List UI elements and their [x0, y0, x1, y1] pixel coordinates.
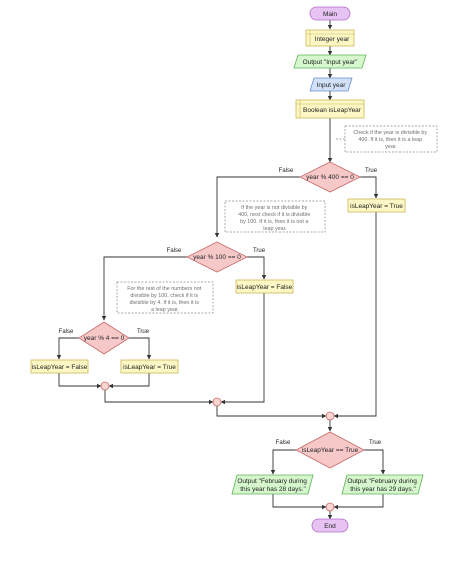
- decision-leap: isLeapYear == True: [295, 431, 365, 469]
- comment-100-line-4: leap year.: [263, 226, 286, 232]
- svg-text:Output "February during: Output "February during this year has 28…: [237, 478, 308, 493]
- assign-true-400-box: isLeapYear = True: [347, 198, 406, 213]
- dleap-true-label: True: [369, 440, 382, 446]
- assign-false-4-label: isLeapYear = False: [32, 364, 88, 371]
- edge-merge4-to-merge100: [104, 390, 214, 405]
- edge-assign-false-100-to-merge100: [220, 293, 265, 405]
- comment-4-line-3: divisible by 4. If it is, then it is: [129, 300, 199, 306]
- d4-true-label: True: [137, 329, 150, 335]
- comment-100-line-3: by 100. If it is, then it is not a: [240, 219, 308, 225]
- merge-connector-4: [100, 381, 110, 391]
- dleap-false-label: False: [276, 440, 291, 446]
- d400-false-label: False: [279, 168, 294, 174]
- comment-4: For the rest of the numbers not divisibl…: [116, 281, 214, 314]
- end-label: End: [324, 523, 336, 530]
- assign-true-400-label: isLeapYear = True: [350, 203, 403, 210]
- edge-output-28-to-merge: [272, 494, 327, 510]
- assign-false-100-label: isLeapYear = False: [237, 284, 293, 291]
- comment-4-line-4: a leap year.: [151, 307, 179, 313]
- d4-false-label: False: [59, 329, 74, 335]
- comment-400-line-3: year.: [385, 144, 397, 150]
- edge-d100-true: [247, 256, 267, 280]
- edge-output-29-to-merge: [333, 494, 384, 510]
- decision-100-label: year % 100 == 0: [193, 254, 241, 261]
- decision-leap-label: isLeapYear == True: [302, 447, 359, 454]
- assign-true-4-box: isLeapYear = True: [120, 359, 179, 374]
- assign-false-100-box: isLeapYear = False: [235, 279, 294, 294]
- comment-4-line-2: divisible by 100, check if it is: [130, 293, 198, 299]
- decision-400-label: year % 400 == 0: [306, 174, 354, 181]
- start-terminal: Main: [309, 6, 351, 21]
- svg-text:Check if the year is divisible: Check if the year is divisible by 400. I…: [353, 130, 428, 150]
- edge-d400-true: [360, 176, 379, 199]
- comment-100: If the year is not divisible by 400, nex…: [224, 200, 326, 233]
- d400-true-label: True: [365, 168, 378, 174]
- input-year-box: Input year: [309, 77, 353, 92]
- d100-true-label: True: [253, 248, 266, 254]
- edge-assign-true-4-to-merge: [108, 373, 150, 389]
- edge-dleap-false: [270, 449, 300, 475]
- edge-dleap-true: [360, 449, 386, 475]
- svg-text:Output "February during: Output "February during this year has 29…: [347, 478, 418, 493]
- assign-true-4-label: isLeapYear = True: [123, 364, 176, 371]
- svg-text:If the year is not divisible b: If the year is not divisible by 400, nex…: [238, 205, 312, 232]
- decision-4: year % 4 == 0: [78, 321, 130, 355]
- edge-d4-false: [56, 337, 79, 360]
- end-terminal: End: [311, 518, 349, 533]
- edge-d4-true: [129, 337, 152, 360]
- start-label: Main: [323, 11, 337, 18]
- comment-100-line-2: 400, next check if it is divisible: [238, 212, 310, 218]
- merge-connector-leap: [325, 502, 335, 512]
- d100-false-label: False: [167, 248, 182, 254]
- decision-400: year % 400 == 0: [299, 161, 361, 193]
- comment-400-line-1: Check if the year is divisible by: [353, 130, 427, 136]
- decision-100: year % 100 == 0: [186, 241, 248, 273]
- edge-assign-false-4-to-merge: [58, 373, 102, 389]
- edge-merge100-to-merge400: [216, 406, 327, 419]
- output-29-box: Output "February during this year has 29…: [341, 474, 424, 495]
- comment-400-line-2: 400. If it is, then it is a leap: [358, 137, 422, 143]
- decision-4-label: year % 4 == 0: [84, 335, 125, 342]
- input-year-label: Input year: [317, 82, 347, 89]
- comment-400: Check if the year is divisible by 400. I…: [344, 125, 438, 153]
- comment-100-line-1: If the year is not divisible by: [241, 205, 308, 211]
- edge-d100-false: [101, 256, 187, 321]
- output-prompt-label: Output "Input year": [303, 59, 359, 66]
- edge-assign-true-400-to-merge400: [333, 212, 377, 419]
- output-29-line-1: Output "February during: [347, 478, 417, 485]
- declare-leap-label: Boolean isLeapYear: [303, 107, 362, 114]
- merge-connector-400: [325, 411, 335, 421]
- edges: [56, 20, 386, 520]
- edge-d400-false: [214, 176, 300, 238]
- output-prompt-box: Output "Input year": [293, 54, 367, 69]
- declare-year-label: Integer year: [315, 36, 351, 43]
- comment-4-line-1: For the rest of the numbers not: [127, 286, 202, 292]
- svg-text:For the rest of the numbers no: For the rest of the numbers not divisibl…: [127, 286, 203, 313]
- output-29-line-2: this year has 29 days.": [350, 486, 416, 493]
- declare-year-box: Integer year: [305, 29, 355, 47]
- declare-leap-box: Boolean isLeapYear: [295, 99, 365, 119]
- output-28-line-1: Output "February during: [237, 478, 307, 485]
- assign-false-4-box: isLeapYear = False: [30, 359, 89, 374]
- merge-connector-100: [212, 397, 222, 407]
- output-28-box: Output "February during this year has 28…: [231, 474, 314, 495]
- output-28-line-2: this year has 28 days.": [240, 486, 306, 493]
